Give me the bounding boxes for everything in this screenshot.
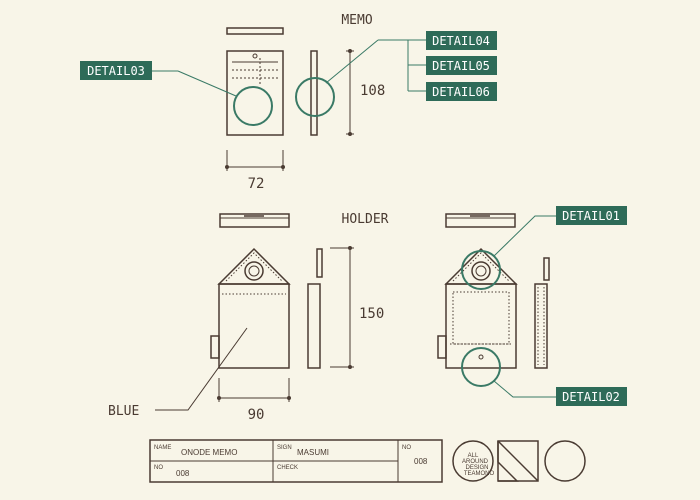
detail02-tag: DETAIL02 bbox=[556, 387, 627, 406]
memo-height-dimension bbox=[346, 49, 354, 136]
svg-text:DETAIL04: DETAIL04 bbox=[432, 34, 490, 48]
holder-section-title: HOLDER bbox=[342, 212, 389, 227]
detail01-marker bbox=[461, 250, 501, 290]
holder-front-view bbox=[210, 247, 291, 369]
holder-back-view bbox=[437, 247, 518, 369]
tb-no-value: 008 bbox=[414, 457, 428, 466]
detail05-tag: DETAIL05 bbox=[426, 56, 497, 75]
holder-top-view-left bbox=[219, 213, 290, 228]
tb-name-label: NAME bbox=[154, 445, 171, 451]
holder-width-label: 90 bbox=[248, 407, 265, 423]
holder-side-view-right bbox=[534, 257, 550, 369]
holder-width-dimension bbox=[217, 378, 291, 402]
detail04-tag: DETAIL04 bbox=[426, 31, 497, 50]
memo-top-view bbox=[226, 27, 284, 35]
tb-no2-value: 008 bbox=[176, 469, 190, 478]
svg-text:DETAIL02: DETAIL02 bbox=[562, 390, 620, 404]
logo-line-1: ALL bbox=[468, 453, 479, 459]
detail01-leader bbox=[493, 215, 556, 257]
memo-front-view bbox=[226, 50, 284, 136]
detail02-marker bbox=[461, 347, 501, 387]
tb-name-value: ONODE MEMO bbox=[181, 448, 237, 457]
logo-line-2: AROUND bbox=[462, 459, 489, 465]
color-note: BLUE bbox=[108, 404, 139, 419]
title-block bbox=[149, 439, 443, 483]
memo-height-label: 108 bbox=[360, 83, 385, 99]
memo-section-title: MEMO bbox=[341, 13, 372, 28]
memo-side-view bbox=[310, 50, 318, 136]
holder-height-label: 150 bbox=[359, 306, 384, 322]
detail02-leader bbox=[493, 380, 556, 398]
svg-text:DETAIL05: DETAIL05 bbox=[432, 59, 490, 73]
holder-height-dimension bbox=[330, 246, 354, 369]
logo-mark: ALL AROUND DESIGN TEAMONO bbox=[452, 440, 586, 482]
detail06-tag: DETAIL06 bbox=[426, 82, 497, 101]
tb-no-label: NO bbox=[402, 445, 411, 451]
detail03-marker bbox=[233, 86, 273, 126]
detail01-tag: DETAIL01 bbox=[556, 206, 627, 225]
svg-text:DETAIL06: DETAIL06 bbox=[432, 85, 490, 99]
memo-width-label: 72 bbox=[248, 176, 265, 192]
tb-no2-label: NO bbox=[154, 465, 163, 471]
svg-text:DETAIL01: DETAIL01 bbox=[562, 209, 620, 223]
tb-sign-value: MASUMI bbox=[297, 448, 329, 457]
svg-text:DETAIL03: DETAIL03 bbox=[87, 64, 145, 78]
tb-sign-label: SIGN bbox=[277, 445, 292, 451]
holder-side-view-left bbox=[307, 248, 323, 369]
memo-width-dimension bbox=[225, 150, 285, 171]
detail04-marker bbox=[295, 77, 335, 117]
blue-leader bbox=[155, 327, 248, 411]
detail03-tag: DETAIL03 bbox=[80, 61, 152, 80]
logo-line-3: DESIGN bbox=[465, 465, 488, 471]
holder-top-view-right bbox=[445, 213, 516, 228]
tb-check-label: CHECK bbox=[277, 465, 298, 471]
detail04-05-06-leaders bbox=[325, 39, 426, 92]
logo-line-4: TEAMONO bbox=[464, 471, 495, 477]
